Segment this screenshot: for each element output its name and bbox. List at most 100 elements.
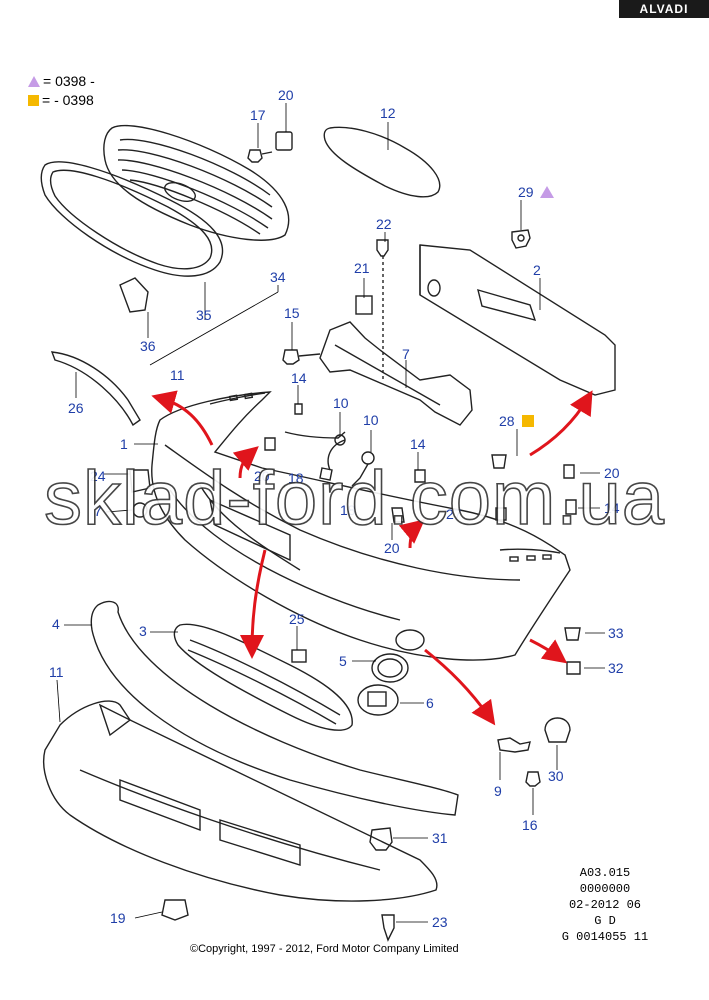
trim-strip-part	[50, 351, 141, 427]
callout-label: 2	[533, 262, 541, 278]
info-line: G D	[594, 914, 616, 928]
callout-label: 17	[250, 107, 266, 123]
callout-label: 4	[52, 616, 60, 632]
clip-part	[319, 467, 333, 481]
grille-surround-part	[40, 161, 224, 277]
callout-label: 6	[426, 695, 434, 711]
callout-label: 14	[410, 436, 426, 452]
info-line: 02-2012 06	[568, 898, 641, 912]
callout-label: 27	[446, 506, 462, 522]
fog-cover-part	[371, 653, 409, 683]
callout-label: 20	[254, 468, 270, 484]
nut-part	[544, 717, 571, 743]
clip-part	[369, 827, 393, 851]
callout-label: 31	[432, 830, 448, 846]
callout-label: 9	[494, 783, 502, 799]
callout-label: 29	[518, 184, 534, 200]
speed-nut-part	[566, 661, 581, 675]
callout-label: 20	[604, 465, 620, 481]
callout-label: 24	[90, 468, 106, 484]
callout-label: 16	[522, 817, 538, 833]
clip-part	[355, 295, 373, 315]
reinforcement-part	[319, 321, 473, 426]
fog-bezel-part	[357, 684, 399, 716]
callout-label: 3	[139, 623, 147, 639]
spoiler-part	[90, 600, 459, 816]
callout-label: 34	[270, 269, 286, 285]
bracket-part	[129, 469, 151, 493]
legend-item-square: = - 0398	[28, 92, 94, 108]
callout-label: 15	[284, 305, 300, 321]
bracket-part	[161, 899, 189, 921]
triangle-marker-icon	[28, 76, 40, 87]
screw-part	[414, 469, 426, 483]
screw-part	[294, 403, 303, 415]
info-line: 0000000	[579, 882, 631, 896]
callout-label: 20	[278, 87, 294, 103]
legend-text: = 0398 -	[43, 73, 95, 89]
callout-label: 10	[333, 395, 349, 411]
callout-label: 14	[604, 500, 620, 516]
callout-label: 11	[49, 664, 64, 680]
callout-label: 14	[291, 370, 307, 386]
bolt-part	[376, 239, 389, 380]
bracket-part	[284, 431, 346, 439]
callout-label: 32	[608, 660, 624, 676]
callout-label: 26	[68, 400, 84, 416]
screw-part	[564, 627, 581, 641]
legend-text: = - 0398	[42, 92, 94, 108]
bracket-part	[497, 737, 531, 753]
callout-label: 21	[354, 260, 370, 276]
callout-label: 25	[289, 611, 305, 627]
clip-part	[119, 277, 149, 313]
callout-label: 18	[340, 502, 356, 518]
clip-part	[291, 649, 307, 663]
brand-label: ALVADI	[619, 0, 709, 18]
legend-item-triangle: = 0398 -	[28, 73, 95, 89]
callout-label: 1	[120, 436, 128, 452]
rivet-part	[491, 454, 507, 469]
triangle-marker-icon	[540, 186, 554, 198]
callout-label: 28	[499, 413, 515, 429]
callout-label: 5	[339, 653, 347, 669]
callout-label: 10	[363, 412, 379, 428]
screw-part	[282, 349, 321, 365]
screw-part	[525, 771, 541, 787]
callout-label: 23	[432, 914, 448, 930]
fastener-part	[511, 229, 531, 249]
callout-label: 33	[608, 625, 624, 641]
screw-part	[247, 149, 273, 163]
clip-part	[563, 464, 575, 479]
lower-grille-part	[173, 623, 353, 731]
callout-label: 7	[402, 346, 410, 362]
copyright-text: ©Copyright, 1997 - 2012, Ford Motor Comp…	[190, 943, 459, 955]
screw-part	[565, 499, 577, 515]
plate-part	[323, 126, 441, 198]
clip-part	[495, 507, 507, 521]
bumper-cover-part	[151, 391, 571, 661]
square-marker-icon	[28, 95, 39, 106]
info-line: A03.015	[579, 866, 631, 880]
callout-label: 11	[170, 367, 185, 383]
callout-label: 22	[376, 216, 392, 232]
undertray-part	[43, 700, 438, 902]
callout-label: 30	[548, 768, 564, 784]
absorber-part	[419, 244, 616, 396]
screw-part	[381, 914, 395, 942]
callout-label: 18	[288, 470, 304, 486]
grille-part	[103, 124, 290, 241]
callout-label: 7	[94, 503, 102, 519]
speed-nut-part	[275, 131, 293, 151]
clip-part	[391, 507, 405, 523]
clip-part	[264, 437, 276, 451]
callout-label: 12	[380, 105, 396, 121]
callout-label: 35	[196, 307, 212, 323]
bracket-part	[327, 439, 346, 471]
callout-label: 20	[384, 540, 400, 556]
bracket-part	[361, 451, 375, 465]
callout-label: 36	[140, 338, 156, 354]
callout-label: 19	[110, 910, 126, 926]
info-line: G 0014055 11	[561, 930, 649, 944]
